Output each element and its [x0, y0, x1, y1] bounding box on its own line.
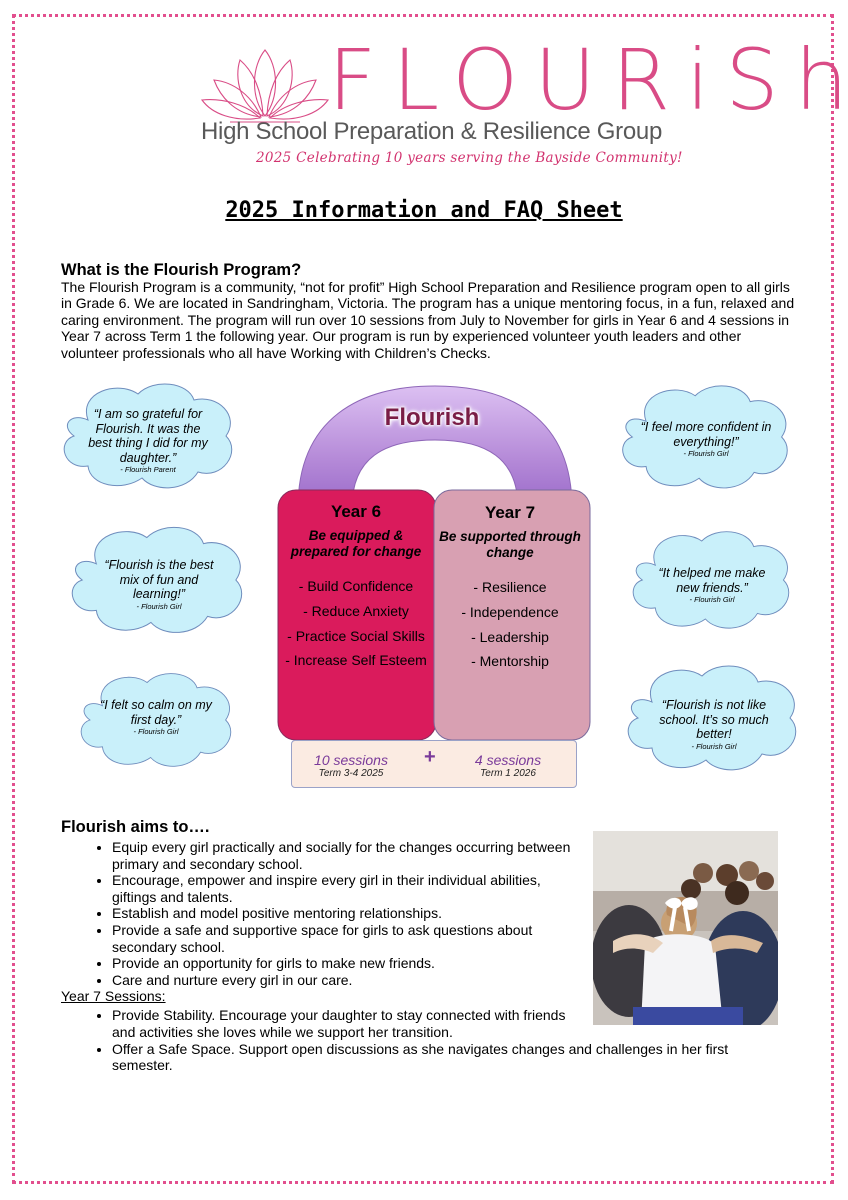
- testimonial-quote: “I am so grateful for Flourish. It was t…: [88, 407, 208, 465]
- sessions-box: [291, 740, 577, 788]
- intro-heading: What is the Flourish Program?: [61, 261, 302, 279]
- list-item: Provide a safe and supportive space for …: [112, 922, 578, 955]
- testimonial-cloud-2: “Flourish is the best mix of fun and lea…: [66, 522, 248, 638]
- logo-wordmark: FLOURiSh: [328, 31, 848, 129]
- testimonial-author: - Flourish Girl: [683, 449, 729, 458]
- year7-list: Provide Stability. Encourage your daught…: [61, 1007, 761, 1073]
- testimonial-quote: “Flourish is the best mix of fun and lea…: [104, 558, 214, 601]
- testimonial-cloud-3: “I felt so calm on my first day.” - Flou…: [68, 670, 244, 770]
- logo-subtitle: High School Preparation & Resilience Gro…: [201, 118, 662, 145]
- testimonial-cloud-4: “I feel more confident in everything!” -…: [614, 382, 796, 492]
- year7-item: - Resilience: [473, 579, 547, 595]
- list-item: Encourage, empower and inspire every gir…: [112, 872, 578, 905]
- testimonial-cloud-1: “I am so grateful for Flourish. It was t…: [58, 380, 238, 492]
- program-arch-graphic: [270, 378, 600, 753]
- year7-item: - Independence: [461, 603, 559, 620]
- testimonial-author: - Flourish Parent: [120, 465, 176, 474]
- list-item: Equip every girl practically and sociall…: [112, 839, 578, 872]
- list-item: Provide Stability. Encourage your daught…: [112, 1007, 578, 1040]
- page-title: 2025 Information and FAQ Sheet: [225, 198, 623, 223]
- plus-sign: +: [424, 746, 436, 768]
- list-item: Establish and model positive mentoring r…: [112, 905, 761, 922]
- testimonial-cloud-6: “Flourish is not like school. It’s so mu…: [622, 662, 802, 774]
- list-item: Provide an opportunity for girls to make…: [112, 955, 761, 972]
- aims-heading: Flourish aims to….: [61, 818, 210, 836]
- year7-session-term: Term 1 2026: [480, 768, 536, 779]
- testimonial-author: - Flourish Girl: [136, 601, 182, 611]
- testimonial-cloud-5: “It helped me make new friends.” - Flour…: [622, 528, 800, 632]
- year7-session-count: 4 sessions: [474, 752, 542, 768]
- list-item: Offer a Safe Space. Support open discuss…: [112, 1041, 752, 1074]
- year7-sessions-heading: Year 7 Sessions:: [61, 988, 166, 1005]
- year7-item: - Mentorship: [471, 653, 549, 670]
- year7-subtitle: Be supported through change: [439, 529, 581, 560]
- testimonial-quote: “Flourish is not like school. It’s so mu…: [659, 698, 769, 741]
- year7-title: Year 7: [484, 503, 536, 522]
- year6-session-term: Term 3-4 2025: [318, 768, 384, 779]
- tagline: 2025 Celebrating 10 years serving the Ba…: [256, 150, 683, 166]
- aims-section: Flourish aims to…. Equip every girl prac…: [61, 818, 761, 1074]
- year6-item: - Practice Social Skills: [287, 627, 425, 644]
- year6-session-count: 10 sessions: [314, 752, 388, 768]
- year6-item: - Build Confidence: [298, 578, 414, 594]
- page-border: [12, 14, 834, 1184]
- testimonial-author: - Flourish Girl: [691, 741, 737, 751]
- year6-column: Year 6 Be equipped & prepared for change…: [280, 502, 432, 677]
- year6-item: - Increase Self Esteem: [285, 652, 427, 669]
- group-photo: [593, 831, 778, 1025]
- intro-section: What is the Flourish Program? The Flouri…: [61, 262, 801, 362]
- testimonial-quote: “I feel more confident in everything!”: [640, 420, 772, 449]
- testimonial-author: - Flourish Girl: [133, 727, 179, 736]
- list-item: Care and nurture every girl in our care.: [112, 972, 761, 989]
- year6-item: - Reduce Anxiety: [303, 602, 409, 619]
- testimonial-quote: “I felt so calm on my first day.”: [100, 698, 212, 727]
- year6-title: Year 6: [330, 502, 382, 521]
- year7-item: - Leadership: [471, 628, 549, 645]
- lotus-logo-icon: [200, 44, 330, 129]
- testimonial-author: - Flourish Girl: [689, 595, 735, 604]
- aims-list: Equip every girl practically and sociall…: [61, 839, 761, 988]
- year7-sessions: 4 sessions Term 1 2026: [456, 752, 560, 779]
- arch-title: Flourish: [384, 404, 480, 431]
- intro-body: The Flourish Program is a community, “no…: [61, 278, 795, 361]
- year7-column: Year 7 Be supported through change - Res…: [436, 503, 584, 678]
- year6-subtitle: Be equipped & prepared for change: [290, 528, 422, 559]
- testimonial-quote: “It helped me make new friends.”: [658, 566, 766, 595]
- year6-sessions: 10 sessions Term 3-4 2025: [296, 752, 406, 779]
